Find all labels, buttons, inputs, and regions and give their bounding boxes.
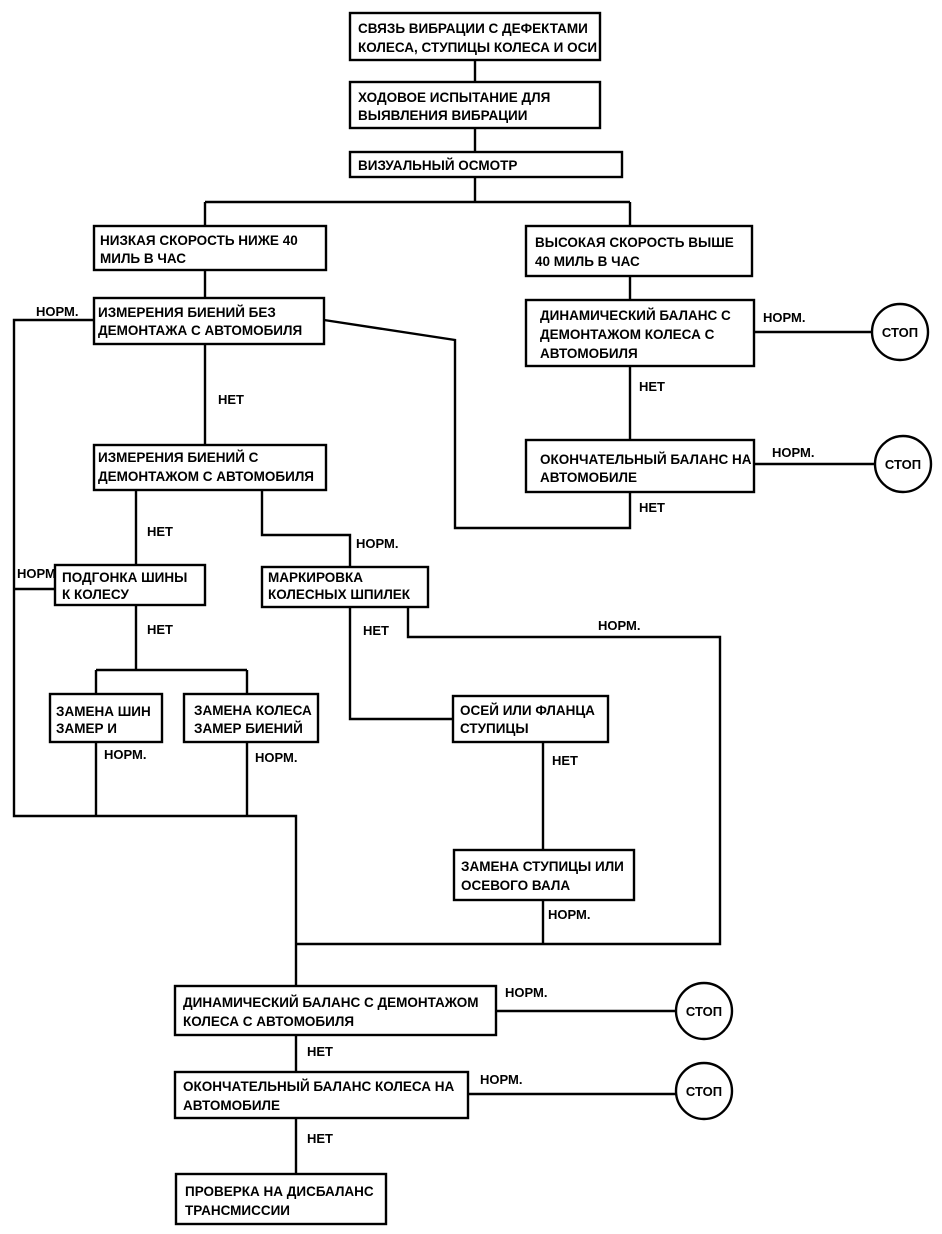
box-runout-without-removal: ИЗМЕРЕНИЯ БИЕНИЙ БЕЗ ДЕМОНТАЖА С АВТОМОБ… [92,296,326,346]
stop-label: СТОП [882,325,918,340]
stop-circle: СТОП [873,434,933,494]
norm-label: НОРМ. [548,907,590,922]
box-line: ХОДОВОЕ ИСПЫТАНИЕ ДЛЯ [358,90,550,105]
line-n3-split [203,177,632,226]
box-line: 40 МИЛЬ В ЧАС [535,254,640,269]
box-line: ДИНАМИЧЕСКИЙ БАЛАНС С ДЕМОНТАЖОМ [183,995,479,1010]
box-line: СТУПИЦЫ [460,721,529,736]
box-line: ЗАМЕНА КОЛЕСА [194,703,312,718]
line-left-return [12,318,298,944]
box-final-wheel-balance: ОКОНЧАТЕЛЬНЫЙ БАЛАНС КОЛЕСА НА АВТОМОБИЛ… [173,1070,470,1120]
box-low-speed: НИЗКАЯ СКОРОСТЬ НИЖЕ 40 МИЛЬ В ЧАС [92,224,328,272]
net-label: НЕТ [147,622,173,637]
box-line: ДЕМОНТАЖОМ КОЛЕСА С [540,327,715,342]
line-n11-n14 [348,607,453,721]
norm-label: НОРМ. [104,747,146,762]
box-line: ДИНАМИЧЕСКИЙ БАЛАНС С [540,308,731,323]
box-line: ПОДГОНКА ШИНЫ [62,570,187,585]
box-line: ДЕМОНТАЖА С АВТОМОБИЛЯ [98,323,302,338]
box-line: ВЫЯВЛЕНИЯ ВИБРАЦИИ [358,108,527,123]
norm-label: НОРМ. [763,310,805,325]
box-runout-with-removal: ИЗМЕРЕНИЯ БИЕНИЙ С ДЕМОНТАЖОМ С АВТОМОБИ… [92,443,328,492]
box-final-balance-on-car: ОКОНЧАТЕЛЬНЫЙ БАЛАНС НА АВТОМОБИЛЕ [524,438,756,494]
stop-circle: СТОП [674,981,734,1041]
norm-label: НОРМ. [598,618,640,633]
box-line: КОЛЕСА, СТУПИЦЫ КОЛЕСА И ОСИ [358,40,597,55]
box-line: ВЫСОКАЯ СКОРОСТЬ ВЫШЕ [535,235,734,250]
box-line: КОЛЕСА С АВТОМОБИЛЯ [183,1014,354,1029]
box-line: АВТОМОБИЛЕ [183,1098,280,1113]
box-line: ОСЕЙ ИЛИ ФЛАНЦА [460,703,595,718]
box-driveline-imbalance-check: ПРОВЕРКА НА ДИСБАЛАНС ТРАНСМИССИИ [174,1172,388,1226]
net-label: НЕТ [307,1044,333,1059]
box-line: НИЗКАЯ СКОРОСТЬ НИЖЕ 40 [100,233,298,248]
box-line: СВЯЗЬ ВИБРАЦИИ С ДЕФЕКТАМИ [358,21,588,36]
net-label: НЕТ [639,379,665,394]
norm-label: НОРМ [17,566,56,581]
box-line: ПРОВЕРКА НА ДИСБАЛАНС [185,1184,374,1199]
box-hub-or-axle-replacement: ЗАМЕНА СТУПИЦЫ ИЛИ ОСЕВОГО ВАЛА [452,848,636,902]
box-dynamic-balance-removed: ДИНАМИЧЕСКИЙ БАЛАНС С ДЕМОНТАЖОМ КОЛЕСА … [524,298,756,368]
net-label: НЕТ [147,524,173,539]
box-visual-inspection: ВИЗУАЛЬНЫЙ ОСМОТР [348,150,624,179]
norm-label: НОРМ. [772,445,814,460]
branch-labels: НОРМ. НОРМ. НЕТ НЕТ НОРМ. НЕТ НЕТ НОРМ. … [17,304,814,1146]
box-line: ВИЗУАЛЬНЫЙ ОСМОТР [358,158,517,173]
stop-label: СТОП [686,1004,722,1019]
box-tire-fitting: ПОДГОНКА ШИНЫ К КОЛЕСУ [53,563,207,607]
box-wheel-stud-marking: МАРКИРОВКА КОЛЕСНЫХ ШПИЛЕК [260,565,430,609]
box-line: КОЛЕСНЫХ ШПИЛЕК [268,587,411,602]
box-line: ЗАМЕР БИЕНИЙ [194,721,303,736]
line-n8-n11 [260,490,352,567]
line-n6-to-n9-loop [323,318,632,530]
net-label: НЕТ [363,623,389,638]
stop-circle: СТОП [674,1061,734,1121]
box-line: АВТОМОБИЛЕ [540,470,637,485]
box-line: ЗАМЕНА ШИН [56,704,151,719]
norm-label: НОРМ. [480,1072,522,1087]
box-line: ИЗМЕРЕНИЯ БИЕНИЙ С [98,450,259,465]
stop-label: СТОП [885,457,921,472]
norm-label: НОРМ. [36,304,78,319]
boxes: СВЯЗЬ ВИБРАЦИИ С ДЕФЕКТАМИ КОЛЕСА, СТУПИ… [48,11,756,1226]
net-label: НЕТ [639,500,665,515]
box-line: АВТОМОБИЛЯ [540,346,638,361]
norm-label: НОРМ. [356,536,398,551]
box-dynamic-balance-removed-2: ДИНАМИЧЕСКИЙ БАЛАНС С ДЕМОНТАЖОМ КОЛЕСА … [173,984,498,1037]
box-line: ТРАНСМИССИИ [185,1203,290,1218]
box-road-test: ХОДОВОЕ ИСПЫТАНИЕ ДЛЯ ВЫЯВЛЕНИЯ ВИБРАЦИИ [348,80,602,130]
box-tire-replacement: ЗАМЕНА ШИН ЗАМЕР И [48,692,164,744]
box-vibration-relation: СВЯЗЬ ВИБРАЦИИ С ДЕФЕКТАМИ КОЛЕСА, СТУПИ… [348,11,602,62]
box-line: ЗАМЕР И [56,721,117,736]
net-label: НЕТ [307,1131,333,1146]
box-line: ОСЕВОГО ВАЛА [461,878,570,893]
stop-circles: СТОП СТОП СТОП СТОП [674,302,933,1121]
connectors [12,60,875,1174]
net-label: НЕТ [218,392,244,407]
net-label: НЕТ [552,753,578,768]
stop-label: СТОП [686,1084,722,1099]
box-line: МИЛЬ В ЧАС [100,251,186,266]
box-line: ИЗМЕРЕНИЯ БИЕНИЙ БЕЗ [98,305,276,320]
norm-label: НОРМ. [505,985,547,1000]
norm-label: НОРМ. [255,750,297,765]
box-wheel-replacement: ЗАМЕНА КОЛЕСА ЗАМЕР БИЕНИЙ [182,692,320,744]
box-line: ЗАМЕНА СТУПИЦЫ ИЛИ [461,859,624,874]
line-n11-norm-loop [296,607,722,946]
box-line: МАРКИРОВКА [268,570,363,585]
box-line: ОКОНЧАТЕЛЬНЫЙ БАЛАНС КОЛЕСА НА [183,1079,455,1094]
stop-circle: СТОП [870,302,930,362]
box-axle-or-hub-flange: ОСЕЙ ИЛИ ФЛАНЦА СТУПИЦЫ [451,694,610,744]
line-n10-split [94,605,249,694]
box-line: ДЕМОНТАЖОМ С АВТОМОБИЛЯ [98,469,314,484]
box-line: К КОЛЕСУ [62,587,129,602]
box-high-speed: ВЫСОКАЯ СКОРОСТЬ ВЫШЕ 40 МИЛЬ В ЧАС [524,224,754,278]
box-line: ОКОНЧАТЕЛЬНЫЙ БАЛАНС НА [540,452,752,467]
